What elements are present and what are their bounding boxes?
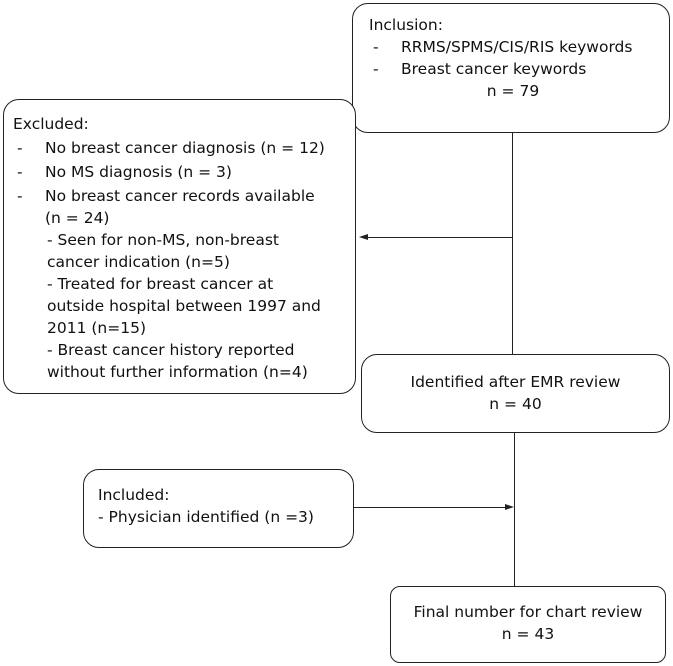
excluded-subitem: - Treated for breast cancer at outside h…: [47, 275, 321, 337]
inclusion-item: - RRMS/SPMS/CIS/RIS keywords: [373, 38, 633, 56]
inclusion-title: Inclusion:: [369, 16, 443, 34]
identified-count: n = 40: [489, 395, 542, 413]
excluded-item: - No breast cancer diagnosis (n = 12): [17, 139, 325, 157]
arrow-to-excluded-icon: [359, 234, 368, 240]
connector-inclusion-to-identified: [512, 133, 514, 354]
excluded-item: - No breast cancer records available: [17, 187, 315, 205]
excluded-subitem: - Seen for non-MS, non-breast cancer ind…: [47, 231, 279, 271]
excluded-title: Excluded:: [13, 115, 89, 133]
identified-title: Identified after EMR review: [410, 373, 621, 391]
connector-to-excluded: [368, 237, 513, 239]
identified-box: Identified after EMR review n = 40: [361, 354, 670, 433]
included-title: Included:: [98, 486, 170, 504]
inclusion-count: n = 79: [486, 82, 540, 100]
arrow-from-included-icon: [505, 504, 514, 510]
excluded-subitem: - Breast cancer history reported without…: [47, 341, 308, 381]
excluded-item: - No MS diagnosis (n = 3): [17, 163, 232, 181]
included-box: Included: - Physician identified (n =3): [83, 469, 354, 548]
connector-identified-to-final: [514, 433, 516, 586]
inclusion-box: Inclusion: - RRMS/SPMS/CIS/RIS keywords …: [352, 3, 670, 133]
connector-from-included: [353, 507, 506, 509]
final-title: Final number for chart review: [413, 603, 643, 621]
excluded-box: Excluded: - No breast cancer diagnosis (…: [3, 99, 356, 394]
excluded-records-count: (n = 24): [45, 209, 110, 227]
inclusion-item: - Breast cancer keywords: [373, 60, 587, 78]
final-count: n = 43: [501, 625, 555, 643]
final-box: Final number for chart review n = 43: [390, 586, 666, 663]
included-item: - Physician identified (n =3): [98, 508, 314, 526]
